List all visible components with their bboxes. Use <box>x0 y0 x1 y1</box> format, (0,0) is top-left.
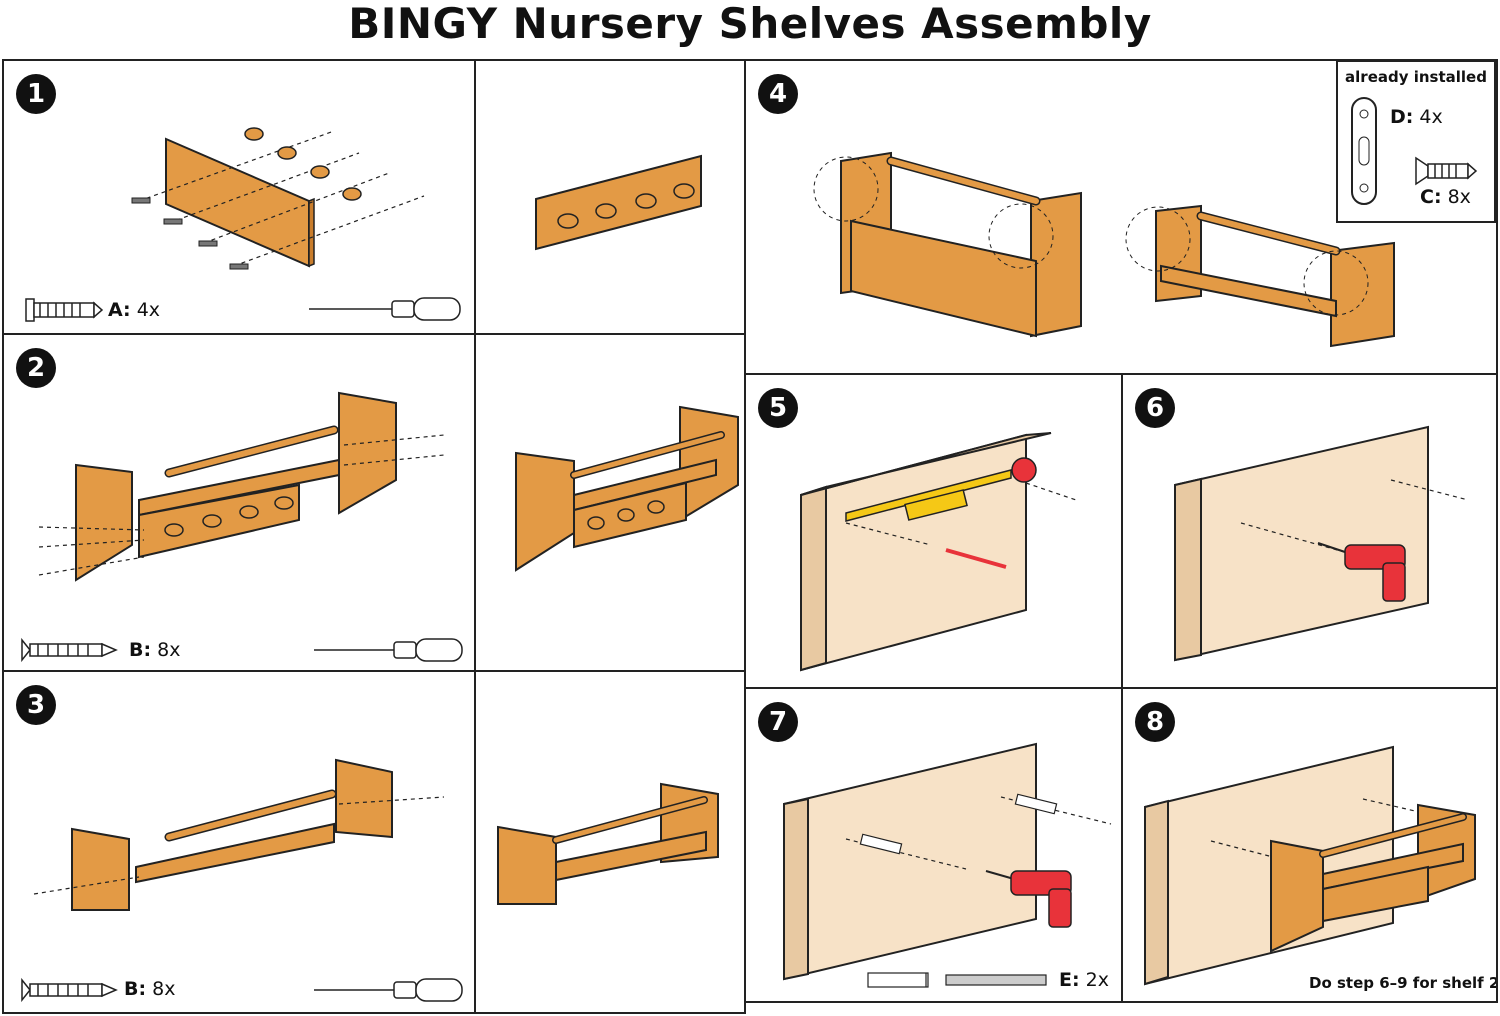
step-7-illustration <box>783 742 1112 988</box>
tape-measure-icon <box>845 469 1012 522</box>
hardware-label: B: 8x <box>129 639 181 661</box>
hardware-label-d: D: 4x <box>1390 106 1443 128</box>
step-4-illustration <box>813 151 1395 348</box>
step-number: 5 <box>758 388 798 428</box>
hardware-label-c: C: 8x <box>1420 186 1471 208</box>
step-5-panel: 5 <box>744 373 1123 689</box>
wall-anchor-icon <box>859 833 903 855</box>
step-3-illustration <box>21 758 463 1003</box>
hook-rail-illustration <box>535 154 702 251</box>
step-number: 1 <box>16 74 56 114</box>
screw-icon <box>25 298 104 322</box>
step-number: 8 <box>1135 702 1175 742</box>
hardware-label: B: 8x <box>124 978 176 1000</box>
step-number: 2 <box>16 348 56 388</box>
already-installed-box: already installed D: 4x C: 8x <box>1336 60 1496 223</box>
step-number: 4 <box>758 74 798 114</box>
step-8-panel: 8 Do step 6–9 for shelf 2 <box>1121 687 1498 1003</box>
step-3-panel: 3 B: 8x <box>2 670 476 1014</box>
step-number: 3 <box>16 685 56 725</box>
step-3-result-panel <box>474 670 746 1014</box>
repeat-note: Do step 6–9 for shelf 2 <box>1309 974 1498 992</box>
pencil-icon <box>945 548 1007 569</box>
page-title: BINGY Nursery Shelves Assembly <box>348 0 1152 48</box>
step-number: 7 <box>758 702 798 742</box>
hardware-label: E: 2x <box>1059 969 1109 991</box>
step-1-panel: 1 A: 4x <box>2 59 476 335</box>
shelf-with-hooks-illustration <box>515 405 739 572</box>
keyhole-bracket-icon <box>1351 97 1377 205</box>
step-5-illustration <box>800 432 1077 672</box>
step-1-result-panel <box>474 59 746 335</box>
hardware-label: A: 4x <box>108 299 161 321</box>
screw-icon <box>1415 156 1478 186</box>
spirit-level-icon <box>904 489 968 521</box>
step-7-panel: 7 E: 2x <box>744 687 1123 1003</box>
step-2-result-panel <box>474 333 746 672</box>
step-6-panel: 6 <box>1121 373 1498 689</box>
hardware-illustration <box>1351 97 1478 205</box>
already-installed-title: already installed <box>1345 68 1487 86</box>
step-6-illustration <box>1174 425 1469 662</box>
screw-icon <box>21 637 118 663</box>
step-2-panel: 2 B: 8x <box>2 333 476 672</box>
anchor-icon <box>867 972 929 988</box>
step-number: 6 <box>1135 388 1175 428</box>
screwdriver-icon <box>314 978 463 1002</box>
screwdriver-icon <box>309 297 461 321</box>
step-8-illustration <box>1144 745 1476 986</box>
plain-shelf-illustration <box>497 782 719 905</box>
drill-icon <box>985 870 1072 928</box>
step-2-illustration <box>21 391 463 663</box>
screw-icon <box>21 977 118 1003</box>
step-1-illustration <box>25 127 461 322</box>
screw-icon <box>945 974 1047 986</box>
screwdriver-icon <box>314 638 463 662</box>
drill-icon <box>1317 542 1406 602</box>
